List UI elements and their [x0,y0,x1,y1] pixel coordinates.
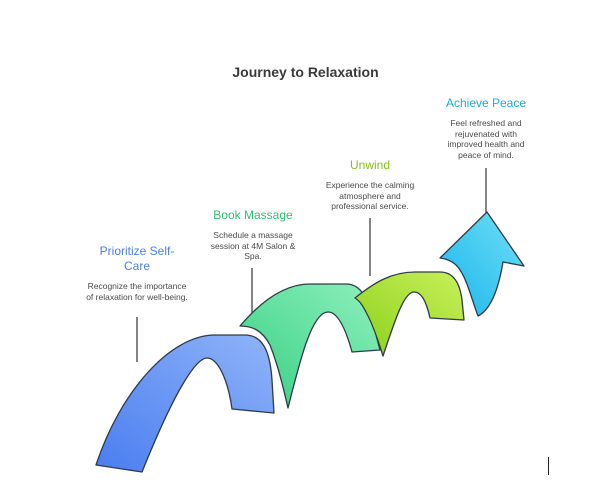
text-cursor [548,457,549,475]
step-title-book-massage: Book Massage [213,208,293,222]
ribbon-segment-achieve-peace-arrow [439,211,525,317]
step-title-unwind: Unwind [349,158,391,172]
step-desc-prioritize-self-care: Recognize the importance of relaxation f… [86,281,188,302]
step-desc-achieve-peace: Feel refreshed and rejuvenated with impr… [447,118,525,160]
step-desc-unwind: Experience the calming atmosphere and pr… [325,180,415,211]
step-title-prioritize-self-care: Prioritize Self-Care [99,244,175,273]
diagram-title: Journey to Relaxation [232,64,379,80]
ribbon-segment-unwind [354,271,465,357]
step-desc-book-massage: Schedule a massage session at 4M Salon &… [210,230,296,261]
ribbon-segment-prioritize [95,334,275,473]
ribbon-segment-book-massage [239,283,381,409]
step-title-achieve-peace: Achieve Peace [445,96,527,110]
